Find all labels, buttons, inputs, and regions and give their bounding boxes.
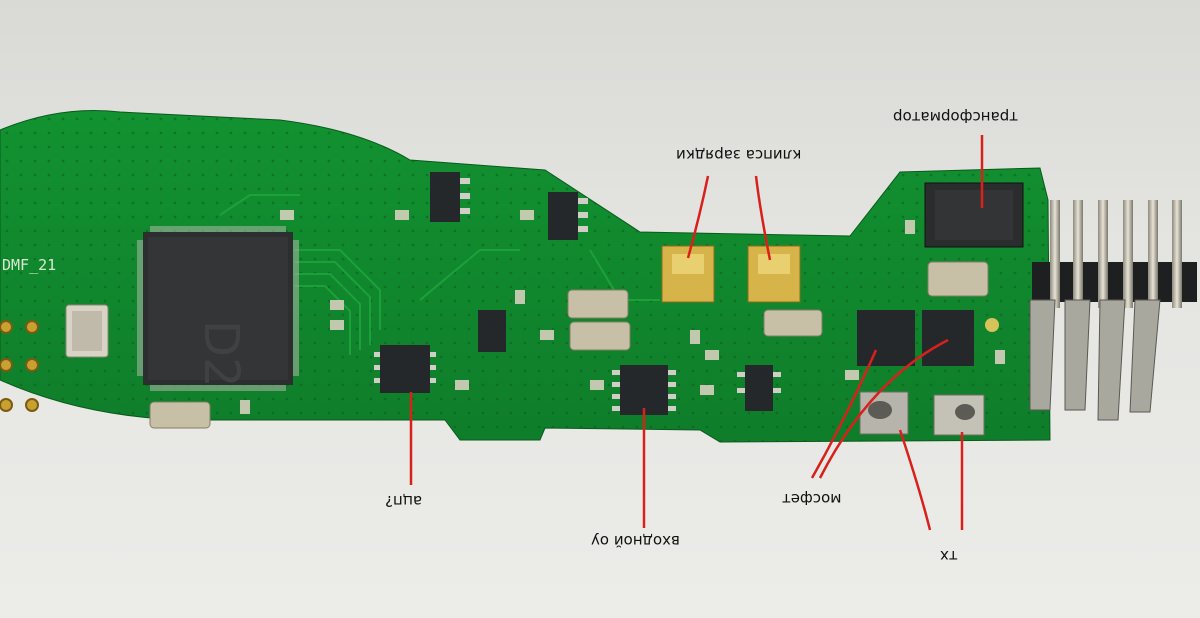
ic-input-opamp [612, 365, 676, 415]
mosfet-pointer-1 [810, 349, 878, 479]
charging-clip-pads [661, 245, 801, 303]
label-adc: ацп? [385, 492, 423, 510]
mosfet-pointer-2 [818, 338, 949, 479]
ic-mid-1 [478, 310, 506, 352]
annotation-lines [409, 135, 984, 531]
ic-top-2 [548, 192, 588, 240]
label-tx: тх [940, 547, 958, 565]
clip-pointer-1 [686, 175, 710, 259]
ic-mid-2 [737, 365, 781, 411]
svg-text:D2: D2 [193, 320, 249, 388]
crystal [65, 304, 109, 358]
transformer [924, 182, 1024, 248]
tx-pads [859, 391, 985, 436]
label-charging-clip: клипса зарядки [676, 146, 802, 164]
board-silkscreen: DMF_21 [2, 256, 57, 274]
mcu-chip: D2 [137, 226, 299, 391]
label-transformer: трансформатор [893, 108, 1018, 126]
header-pads [0, 320, 39, 412]
tx-pointer-1 [898, 429, 932, 531]
pin-header [1029, 200, 1197, 421]
label-mosfet: мосфет [782, 490, 842, 508]
passives [240, 210, 1005, 414]
ic-adc [374, 345, 436, 393]
mosfets [857, 310, 999, 366]
clip-pointer-2 [754, 175, 772, 261]
capacitors [149, 261, 989, 429]
ic-top-1 [430, 172, 470, 222]
label-input-opamp: входной оу [591, 532, 680, 550]
